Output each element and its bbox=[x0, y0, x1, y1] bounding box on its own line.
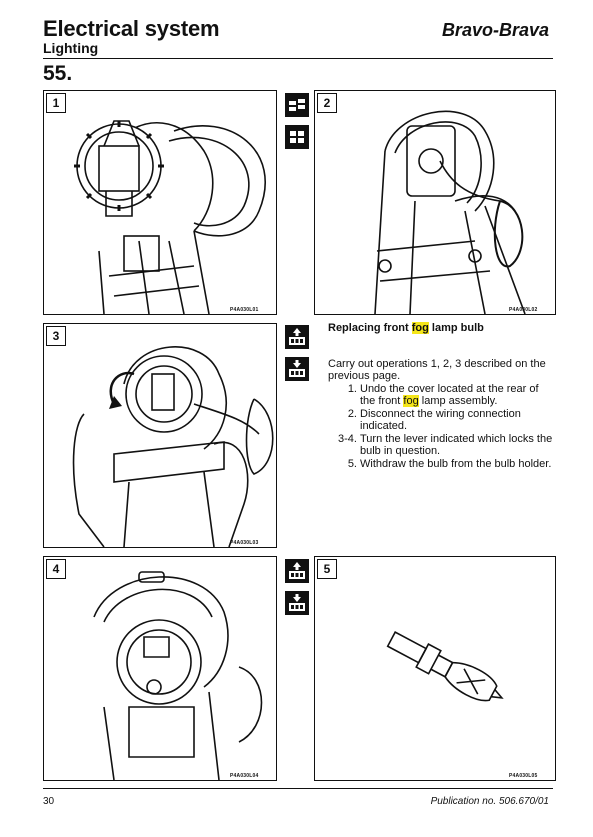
procedure-steps: 1.Undo the cover located at the rear of … bbox=[328, 383, 554, 471]
figure-1: 1 P4A030L01 bbox=[43, 90, 277, 315]
remove-up-icon bbox=[285, 559, 309, 583]
brand-name: Bravo-Brava bbox=[441, 20, 549, 40]
remove-up-icon bbox=[285, 325, 309, 349]
figure-number: 5 bbox=[317, 559, 337, 579]
figure-code: P4A030L01 bbox=[230, 307, 259, 313]
figure-3: 3 P4A030L03 bbox=[43, 323, 277, 548]
figure-5: 5 P4A030L05 bbox=[314, 556, 556, 781]
procedure-intro: Carry out operations 1, 2, 3 described o… bbox=[328, 357, 546, 383]
figure-number: 3 bbox=[46, 326, 66, 346]
refit-down-icon bbox=[285, 357, 309, 381]
step-item: 5.Withdraw the bulb from the bulb holder… bbox=[347, 457, 552, 470]
figure-number: 2 bbox=[317, 93, 337, 113]
section-number: 55. bbox=[43, 62, 73, 85]
footer-rule bbox=[43, 788, 553, 789]
figure-1-illustration bbox=[74, 120, 266, 314]
figure-number: 4 bbox=[46, 559, 66, 579]
procedure-text: Replacing front fog lamp bulb Carry out … bbox=[328, 322, 554, 470]
figure-number: 1 bbox=[46, 93, 66, 113]
removal-refitting-icon bbox=[285, 93, 309, 117]
figure-5-illustration bbox=[386, 631, 504, 702]
figure-4-illustration bbox=[93, 571, 263, 780]
section-title: Electrical system bbox=[43, 16, 220, 41]
figure-2-illustration bbox=[374, 110, 526, 314]
publication-number: Publication no. 506.670/01 bbox=[430, 796, 549, 807]
procedure-title: Replacing front fog lamp bulb bbox=[328, 322, 484, 334]
page-number: 30 bbox=[43, 796, 55, 807]
step-item: 2.Disconnect the wiring connection indic… bbox=[347, 407, 521, 433]
figure-code: P4A030L03 bbox=[230, 540, 259, 546]
refit-down-icon bbox=[285, 591, 309, 615]
figure-code: P4A030L04 bbox=[230, 773, 259, 779]
step-item: 1.Undo the cover located at the rear of … bbox=[347, 382, 539, 407]
figure-code: P4A030L02 bbox=[509, 307, 538, 313]
step-item: 3-4.Turn the lever indicated which locks… bbox=[338, 432, 553, 458]
panel-icon bbox=[285, 125, 309, 149]
section-subtitle: Lighting bbox=[43, 40, 99, 56]
figure-code: P4A030L05 bbox=[509, 773, 538, 779]
figure-3-illustration bbox=[72, 346, 274, 547]
figure-2: 2 P4A030L02 bbox=[314, 90, 556, 315]
figure-4: 4 P4A030L04 bbox=[43, 556, 277, 781]
header-rule bbox=[43, 58, 553, 59]
